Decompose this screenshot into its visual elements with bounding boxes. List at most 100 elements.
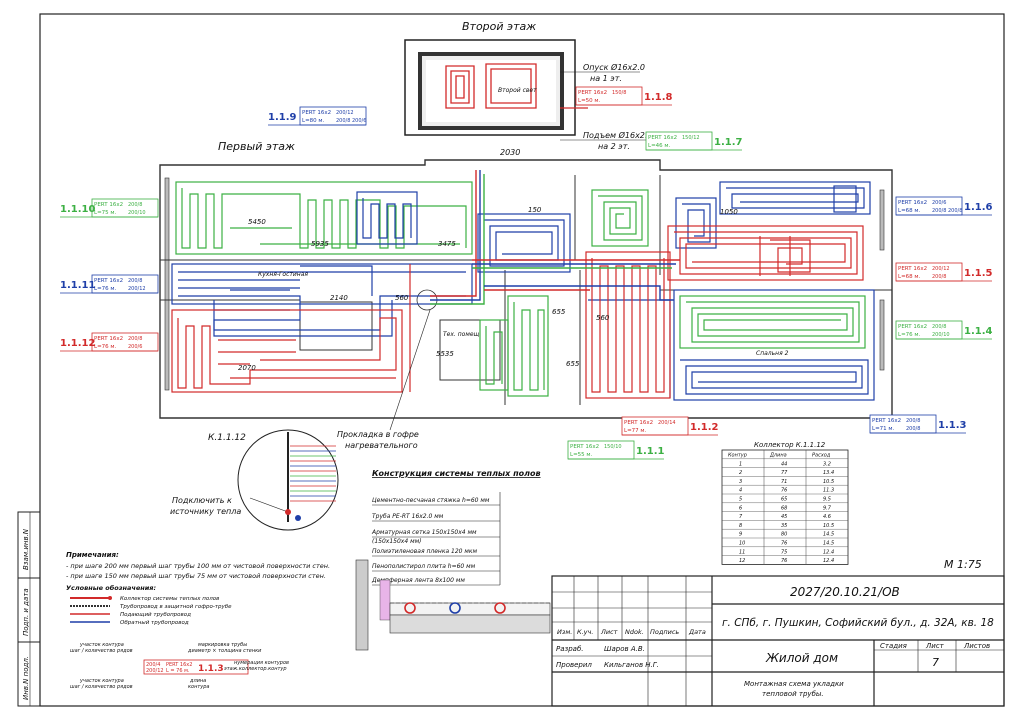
loop-id: 1.1.10	[60, 204, 95, 215]
tb-header-kuch: К.уч.	[577, 628, 593, 636]
loop-pipe: PERT 16x2	[94, 336, 123, 342]
connect-note-2: источнику тепла	[170, 507, 241, 516]
stamp-replace-inv: Взам.инв.N	[22, 528, 30, 570]
loop-id: 1.1.7	[714, 137, 743, 148]
collector-cell: 12.4	[823, 549, 834, 555]
dim-545: 1050	[720, 208, 738, 216]
loop-code-a: 200/12	[932, 266, 950, 272]
open-stair-label: Второй свет	[498, 87, 537, 94]
loop-1-1-5	[667, 225, 864, 281]
loop-id: 1.1.11	[60, 280, 95, 291]
loop-code-b: 200/10	[932, 332, 950, 338]
loop-code-a: 200/8	[128, 278, 142, 284]
legend-2: Трубопровод в защитной гофро-трубе	[120, 604, 232, 610]
dim-550: 655	[566, 360, 580, 368]
loop-length: L=55 м.	[570, 452, 593, 458]
key-right-top: маркировка трубы	[198, 642, 247, 648]
tb-sheet-label: Лист	[925, 642, 945, 650]
drawing-name: Монтажная схема укладки	[744, 680, 844, 688]
legend-title: Условные обозначения:	[66, 584, 156, 592]
loop-length: L=76 м.	[94, 344, 117, 350]
key-left-top: участок контура	[79, 642, 124, 648]
tb-name-1: Шаров А.В.	[604, 645, 645, 653]
loop-pipe: PERT 16x2	[624, 420, 653, 426]
address: г. СПб, г. Пушкин, Софийский бул., д. 32…	[722, 617, 994, 629]
loop-code-a: 150/10	[604, 444, 622, 450]
second-floor-title: Второй этаж	[462, 20, 536, 33]
loop-code-b: 200/8	[906, 426, 920, 432]
dim-1115: 150	[528, 206, 542, 214]
title-block-text: 2027/20.10.21/ОВ г. СПб, г. Пушкин, Софи…	[556, 585, 994, 698]
key-code-a: 200/4	[146, 662, 160, 668]
key-mid: длина	[189, 678, 206, 684]
construction-section: Конструкция системы теплых полов Цементн…	[355, 469, 551, 651]
loop-code-b: 200/6	[128, 344, 142, 350]
key-right-mid: нумерация контуров	[234, 660, 289, 666]
notes: Примечания: - при шаге 200 мм первый шаг…	[66, 551, 330, 690]
loop-code-a: 200/14	[658, 420, 676, 426]
collector-cell: 13.4	[823, 470, 834, 476]
entry-note-2: нагревательного	[345, 441, 418, 450]
drawing-name-2: тепловой трубы.	[762, 690, 824, 698]
loop-code-a: 200/8	[128, 202, 142, 208]
loop-id: 1.1.6	[964, 202, 993, 213]
loop-length: L=68 м.	[898, 274, 921, 280]
key-left-top-2: шаг / количество рядов	[70, 648, 133, 654]
heating-loops: 5450 5935 3475 Кухня-Гостиная 2140 2070	[171, 148, 875, 401]
title-block	[551, 575, 1005, 707]
collector-cell: 12.4	[823, 558, 834, 564]
loop-1-1-9	[356, 191, 571, 273]
loop-code-b: 200/12	[128, 286, 146, 292]
loop-1-1-7	[591, 189, 649, 247]
loop-code-b: 200/8	[932, 208, 946, 214]
tb-name-2: Кильганов Н.Г.	[604, 661, 659, 669]
connect-note: Подключить к	[172, 496, 232, 505]
loop-pipe: PERT 16x2	[898, 324, 927, 330]
loop-code-a: 150/8	[612, 90, 626, 96]
key-pipe: PERT 16x2	[166, 662, 192, 668]
kitchen-room-label: Кухня-Гостиная	[258, 271, 308, 278]
loop-pipe: PERT 16x2	[648, 135, 677, 141]
collector-cell: 9.5	[823, 497, 831, 503]
collector-cell: 80	[781, 532, 787, 538]
loop-1-1-3	[588, 289, 875, 401]
bedroom2-label: Спальня 2	[756, 350, 789, 357]
dim-5935: 5935	[311, 240, 329, 248]
loop-length: L=75 м.	[94, 210, 117, 216]
tb-header-ndok: Ndok.	[625, 628, 644, 636]
collector-cell: 75	[781, 549, 787, 555]
construction-layer: Демпферная лента 8х100 мм	[371, 577, 465, 584]
loop-length: L=71 м.	[872, 426, 895, 432]
descent-note: Опуск Ø16х2.0	[583, 62, 645, 72]
construction-layer: Цементно-песчаная стяжка h=60 мм	[372, 497, 490, 504]
dim-5450: 5450	[248, 218, 266, 226]
collector-cell: 35	[781, 523, 787, 529]
loop-id: 1.1.5	[964, 268, 993, 279]
loop-code-a: 200/8	[906, 418, 920, 424]
collector-cell: 10.5	[823, 479, 834, 485]
loop-id: 1.1.2	[690, 422, 719, 433]
key-len: L = 76 м.	[166, 668, 190, 674]
key-code-b: 200/12	[146, 668, 164, 674]
tb-role-1: Разраб.	[556, 645, 584, 653]
construction-layer: (150х150х4 мм)	[372, 538, 421, 545]
collector-cell: 6	[739, 505, 742, 511]
stamp-inv-orig: Инв.N подл.	[22, 656, 30, 700]
loop-id: 1.1.1	[636, 446, 665, 457]
collector-cell: 9.7	[823, 505, 832, 511]
notes-title: Примечания:	[66, 551, 119, 559]
loop-pipe: PERT 16x2	[94, 278, 123, 284]
collector-cell: 77	[781, 470, 788, 476]
tb-header-list: Лист	[600, 628, 618, 636]
loop-length: L=76 м.	[94, 286, 117, 292]
dim-560: 655	[552, 308, 566, 316]
collector-cell: 11	[739, 549, 745, 555]
